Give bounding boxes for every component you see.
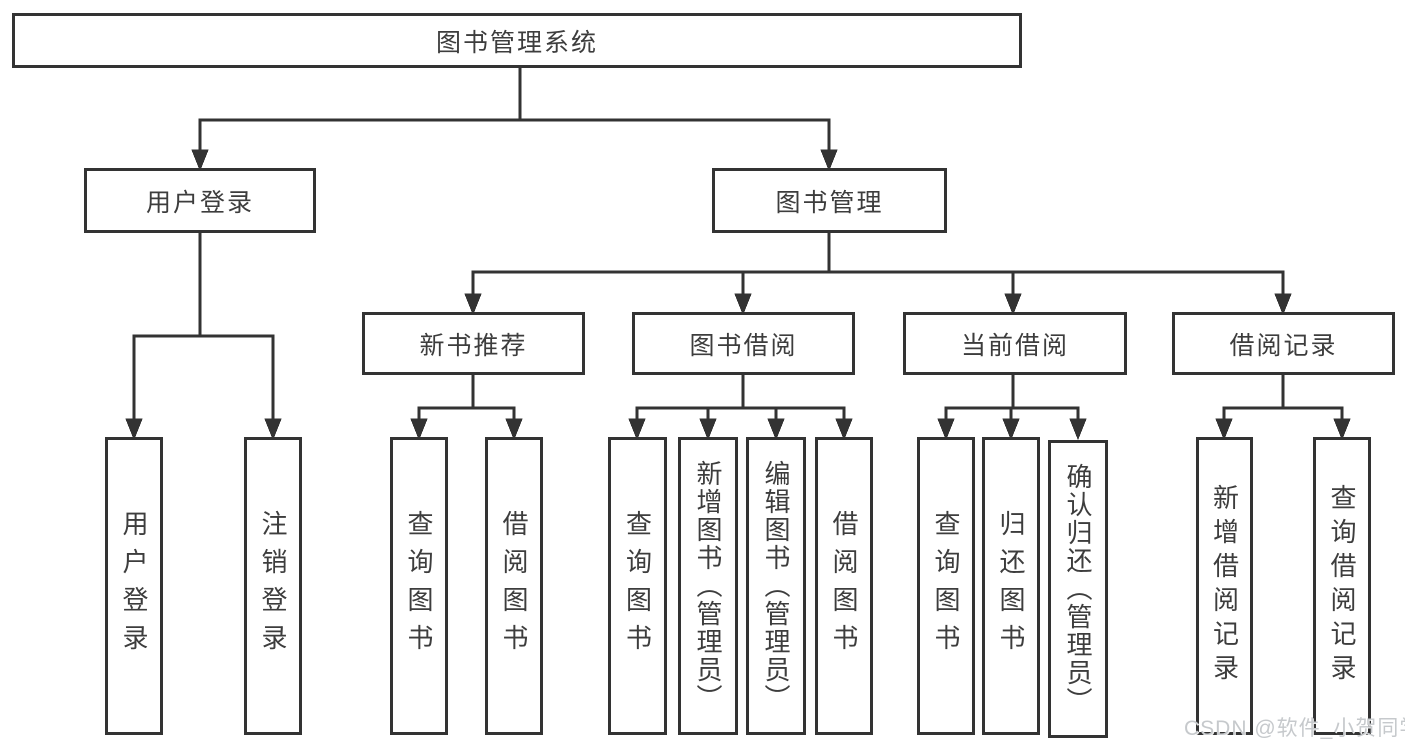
branch-user-login-label: 用户登录	[145, 188, 254, 217]
group-new-book-recommend-label: 新书推荐	[419, 331, 528, 360]
leaf-logout-label: 注销登录	[258, 510, 288, 662]
leaf-borrow-books-borrow-label: 借阅图书	[829, 510, 859, 662]
branch-book-management-label: 图书管理	[775, 188, 884, 217]
watermark-text: CSDN @软件_小贺同学	[1184, 717, 1405, 740]
node-root: 图书管理系统	[12, 13, 1022, 68]
node-root-label: 图书管理系统	[435, 28, 598, 57]
leaf-query-books-recommend-label: 查询图书	[404, 510, 434, 662]
leaf-add-borrow-record-label: 新增借阅记录	[1209, 484, 1240, 688]
leaf-query-books-current: 查询图书	[917, 437, 975, 735]
leaf-user-login-label: 用户登录	[119, 510, 149, 662]
leaf-logout: 注销登录	[244, 437, 302, 735]
group-current-borrow-label: 当前借阅	[960, 331, 1069, 360]
leaf-edit-book-admin-label: 编辑图书（管理员）	[761, 460, 791, 712]
leaf-query-books-borrow: 查询图书	[608, 437, 667, 735]
leaf-return-book: 归还图书	[982, 437, 1040, 735]
branch-user-login: 用户登录	[84, 168, 316, 233]
group-borrow-records-label: 借阅记录	[1229, 331, 1338, 360]
leaf-add-book-admin-label: 新增图书（管理员）	[693, 460, 723, 712]
connector-level2	[191, 68, 838, 172]
leaf-query-borrow-record-label: 查询借阅记录	[1327, 484, 1357, 688]
group-book-borrow-label: 图书借阅	[689, 331, 798, 360]
leaf-query-borrow-record: 查询借阅记录	[1313, 437, 1371, 735]
leaf-borrow-books-recommend-label: 借阅图书	[499, 510, 529, 662]
leaf-confirm-return-admin: 确认归还（管理员）	[1048, 440, 1108, 738]
group-new-book-recommend: 新书推荐	[362, 312, 585, 375]
connector-book-borrow-group	[628, 374, 853, 441]
leaf-edit-book-admin: 编辑图书（管理员）	[746, 437, 806, 735]
leaf-borrow-books-borrow: 借阅图书	[815, 437, 873, 735]
connector-new-book-group	[410, 374, 523, 441]
connector-borrow-record-group	[1215, 374, 1351, 441]
leaf-query-books-recommend: 查询图书	[390, 437, 448, 735]
leaf-query-books-current-label: 查询图书	[931, 510, 961, 662]
group-current-borrow: 当前借阅	[903, 312, 1127, 375]
leaf-query-books-borrow-label: 查询图书	[622, 510, 653, 662]
group-book-borrow: 图书借阅	[632, 312, 855, 375]
leaf-add-book-admin: 新增图书（管理员）	[678, 437, 738, 735]
connector-level3	[464, 231, 1292, 316]
branch-book-management: 图书管理	[712, 168, 947, 233]
leaf-borrow-books-recommend: 借阅图书	[485, 437, 543, 735]
leaf-return-book-label: 归还图书	[996, 510, 1026, 662]
leaf-user-login: 用户登录	[105, 437, 163, 735]
connector-user-login-group	[125, 231, 282, 441]
leaf-confirm-return-admin-label: 确认归还（管理员）	[1063, 463, 1093, 715]
connector-current-borrow-group	[937, 374, 1087, 441]
leaf-add-borrow-record: 新增借阅记录	[1196, 437, 1253, 735]
group-borrow-records: 借阅记录	[1172, 312, 1395, 375]
